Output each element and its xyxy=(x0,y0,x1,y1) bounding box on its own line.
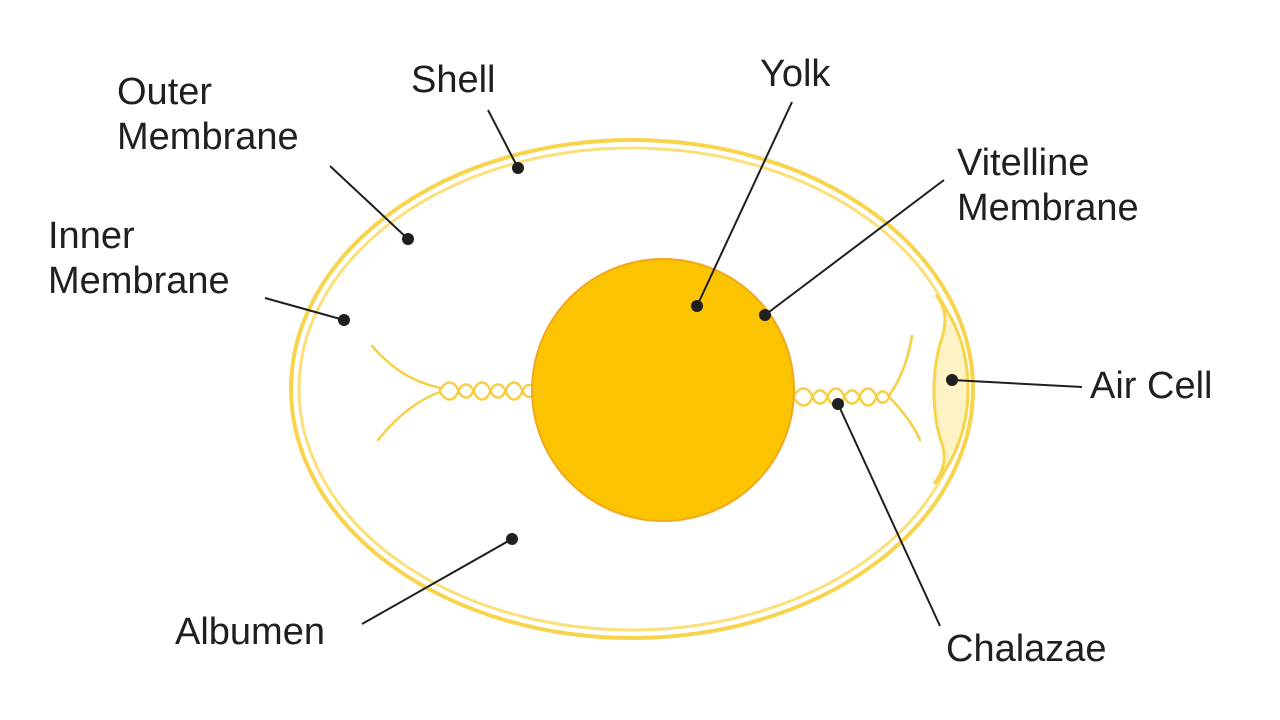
label-yolk-text: Yolk xyxy=(760,53,831,95)
label-shell-text: Shell xyxy=(411,59,496,101)
label-air-cell-text: Air Cell xyxy=(1090,365,1213,407)
dot-vitelline xyxy=(759,309,771,321)
leader-outer-membrane xyxy=(329,165,409,240)
dot-yolk xyxy=(691,300,703,312)
yolk-circle xyxy=(531,258,795,522)
leader-albumen xyxy=(361,538,513,625)
label-vitelline-line2: Membrane xyxy=(957,187,1139,229)
left-chalaza xyxy=(370,344,538,442)
label-vitelline-line1: Vitelline xyxy=(957,142,1090,184)
label-inner-membrane-line1: Inner xyxy=(48,215,135,257)
label-outer-membrane-line1: Outer xyxy=(117,71,213,113)
label-inner-membrane: Inner Membrane xyxy=(48,214,230,304)
leader-vitelline xyxy=(764,179,945,316)
label-vitelline-membrane: Vitelline Membrane xyxy=(957,141,1139,231)
right-chalaza xyxy=(792,334,922,442)
leader-lines xyxy=(264,101,1083,627)
label-air-cell: Air Cell xyxy=(1090,364,1212,409)
label-chalazae: Chalazae xyxy=(946,627,1107,672)
dot-albumen xyxy=(506,533,518,545)
air-cell-shape xyxy=(932,294,970,486)
dot-chalazae xyxy=(832,398,844,410)
dot-inner-membrane xyxy=(338,314,350,326)
leader-shell xyxy=(487,109,519,169)
leader-inner-membrane xyxy=(264,297,345,321)
label-albumen: Albumen xyxy=(175,610,325,655)
pointer-dots xyxy=(338,162,958,545)
label-albumen-text: Albumen xyxy=(175,611,325,653)
leader-yolk xyxy=(696,101,793,307)
dot-air-cell xyxy=(946,374,958,386)
label-inner-membrane-line2: Membrane xyxy=(48,260,230,302)
leader-air-cell xyxy=(951,379,1083,388)
label-outer-membrane: Outer Membrane xyxy=(117,70,299,160)
label-shell: Shell xyxy=(411,58,496,103)
label-yolk: Yolk xyxy=(760,52,830,97)
leader-chalazae xyxy=(837,403,941,627)
dot-shell xyxy=(512,162,524,174)
label-chalazae-text: Chalazae xyxy=(946,628,1107,670)
dot-outer-membrane xyxy=(402,233,414,245)
label-outer-membrane-line2: Membrane xyxy=(117,116,299,158)
